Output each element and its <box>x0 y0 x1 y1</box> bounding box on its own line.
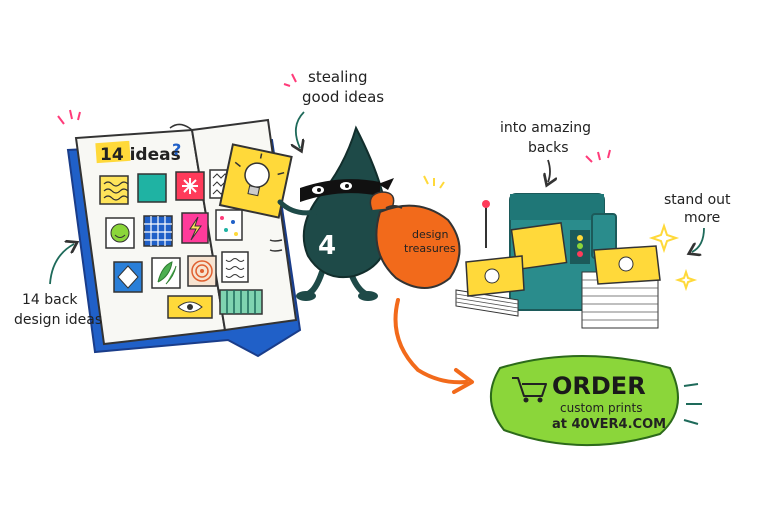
treasure-bag: design treasures <box>369 175 461 289</box>
thief-character: 4 <box>269 125 394 301</box>
cta-emphasis-marks <box>683 383 702 425</box>
card-stripes <box>219 289 263 315</box>
card-eye <box>167 295 213 319</box>
arrow-into <box>548 159 550 182</box>
arrow-standout <box>692 227 705 252</box>
book-title: 14 ideas <box>100 145 181 165</box>
order-cta[interactable]: ORDER custom prints at 40VER4.COM <box>489 355 679 447</box>
title-highlight <box>95 140 131 164</box>
into-line1: into amazing <box>500 120 591 136</box>
card-confetti <box>215 209 243 241</box>
card-teal-dots <box>137 173 167 203</box>
arrow-stealing <box>296 111 304 148</box>
thief-number: 4 <box>318 231 336 261</box>
book-title-mark: ? <box>172 140 181 159</box>
bag-label-line1: design <box>412 228 449 241</box>
card-starburst <box>175 171 205 201</box>
bag-label-line2: treasures <box>404 242 456 255</box>
back-line2: design ideas <box>14 312 102 328</box>
printed-stack-right <box>581 245 661 329</box>
card-smiley <box>105 217 135 249</box>
printed-stack-left <box>455 255 525 317</box>
card-diamond <box>113 261 143 293</box>
printing-press <box>455 193 661 329</box>
stealing-line2: good ideas <box>302 88 384 106</box>
standout-line1: stand out <box>664 192 731 208</box>
into-line2: backs <box>528 140 569 156</box>
sparkle-icons <box>585 149 698 292</box>
back-line1: 14 back <box>22 292 78 308</box>
card-bolt <box>181 212 209 244</box>
design-card-grid <box>99 169 263 319</box>
standout-line2: more <box>684 210 720 226</box>
card-spiral <box>187 255 217 287</box>
cta-title: ORDER <box>552 372 646 400</box>
cta-line2: at 40VER4.COM <box>552 417 666 432</box>
stealing-line1: stealing <box>308 68 367 86</box>
lightbulb-card <box>218 143 293 219</box>
arrow-back <box>49 244 74 285</box>
arrow-to-order <box>393 298 468 385</box>
cta-line1: custom prints <box>560 401 642 415</box>
card-waves <box>99 175 129 205</box>
card-blue-grid <box>143 215 173 247</box>
shopping-cart-icon <box>512 377 547 403</box>
card-squiggles <box>221 251 249 283</box>
card-leaves <box>151 257 181 289</box>
